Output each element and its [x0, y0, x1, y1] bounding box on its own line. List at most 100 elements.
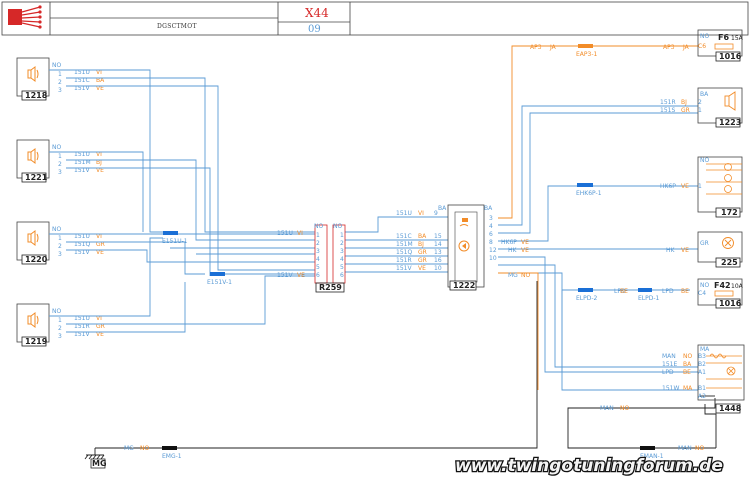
connector-elpd1: [638, 288, 652, 292]
wire-hk-225: HK: [666, 247, 676, 254]
radio-pin-p16: 16: [434, 257, 442, 264]
unit-1448-pin-b1: B1: [698, 385, 706, 392]
wire-color-ba: BA: [96, 77, 105, 84]
wire-color-no: NO: [52, 144, 61, 151]
component-1448: 1448: [697, 344, 745, 414]
wire-man-eman: MAN: [678, 445, 692, 452]
wire-w151v: 151V: [74, 85, 90, 92]
fuse-icon: [714, 43, 734, 50]
wire-color-mid-vi: VI: [418, 210, 424, 217]
r259-pin-right-p3: 3: [340, 248, 344, 255]
r259-pin-right-p1: 1: [340, 232, 344, 239]
unit-1448-pin-b3: B3: [698, 353, 706, 360]
component-1222-radio: 1222: [447, 204, 485, 291]
connector-e151v: [210, 272, 225, 276]
unit-1448-ma: MA: [700, 346, 710, 353]
wire-mid-w151u: 151U: [396, 210, 412, 217]
fuse-f6-pin-c6: C6: [698, 43, 706, 50]
page-code: X44: [305, 6, 329, 20]
label-fuse-f6: F6: [718, 33, 729, 42]
radio-pin-p10: 10: [434, 265, 442, 272]
fuse-f6-no: NO: [700, 33, 709, 40]
wire-color-mid-bj: BJ: [418, 241, 424, 248]
wire-151u-r259: 151U: [277, 230, 293, 237]
wire-mg-ground: MG: [124, 445, 134, 452]
wire-lpd-left: LPD: [614, 288, 626, 295]
page-number: 09: [308, 24, 321, 35]
watermark-text: www.twingotuningforum.de: [455, 456, 723, 476]
unit-1223-pin-1: 1: [698, 107, 702, 114]
r259-no-right: NO: [333, 223, 342, 230]
wire-color-no: NO: [140, 445, 149, 452]
radio-ba-left: BA: [438, 205, 447, 212]
wire-color-mid-gr: GR: [418, 257, 427, 264]
radio-right-pin-p10: 10: [489, 255, 497, 262]
ground-wiring: [95, 281, 717, 449]
connector-emg: [162, 446, 177, 450]
pin-p3: 3: [58, 169, 62, 176]
wire-color-no: NO: [695, 445, 704, 452]
wire-color-mid-ba: BA: [418, 233, 427, 240]
connector-label-e151u: E151U-1: [162, 238, 188, 245]
wire-color-vi: VI: [96, 315, 102, 322]
label-fuse-f6-rating: 15A: [731, 35, 744, 42]
pin-p1: 1: [58, 153, 62, 160]
wire-color-vi: VI: [96, 233, 102, 240]
wire-color-no: NO: [52, 62, 61, 69]
speaker-icon: [27, 148, 39, 164]
wire-color-ma: MA: [683, 385, 693, 392]
component-fuse-f6: F6 15A 1016: [697, 29, 744, 62]
wire-w151q: 151Q: [74, 241, 90, 248]
speaker-icon: [27, 312, 39, 328]
wire-hk-left: HK: [508, 247, 518, 254]
wire-mid-w151q: 151Q: [396, 249, 412, 256]
component-172: 172: [697, 156, 743, 218]
wire-ap3-right: AP3: [663, 44, 675, 51]
label-speaker_1218: 1218: [25, 91, 48, 100]
fuse-f42-no: NO: [700, 282, 709, 289]
connector-e151u: [163, 231, 178, 235]
connector-label-elpd2: ELPD-2: [576, 295, 598, 302]
component-1223: 1223: [697, 87, 743, 128]
label-speaker_1220: 1220: [25, 255, 48, 264]
left-wiring: [66, 69, 315, 333]
radio-pin-p15: 15: [434, 233, 442, 240]
wire-151r-1223: 151R: [660, 99, 676, 106]
pin-p1: 1: [58, 317, 62, 324]
component-r259: R259: [314, 224, 346, 293]
wire-w151e-1448: 151E: [662, 361, 677, 368]
label-225: 225: [721, 258, 738, 267]
wire-w151u: 151U: [74, 151, 90, 158]
wire-color-no: NO: [52, 308, 61, 315]
connector-ehk6p: [577, 183, 593, 187]
wire-color-ve: VE: [96, 167, 104, 174]
unit-1448-pin-a2: A2: [698, 393, 706, 400]
unit-1223-ba: BA: [700, 91, 709, 98]
wire-color-gr: GR: [96, 241, 105, 248]
radio-pin-p14: 14: [434, 241, 442, 248]
connector-bars: [162, 44, 655, 450]
label-1016-bottom: 1016: [719, 299, 742, 308]
label-speaker_1221: 1221: [25, 173, 48, 182]
label-fuse-f42: F42: [714, 281, 731, 290]
wire-color-mid-ve: VE: [418, 265, 426, 272]
pin-p3: 3: [58, 333, 62, 340]
label-172: 172: [721, 208, 738, 217]
wire-man-loop: MAN: [600, 405, 614, 412]
speaker-icon: [724, 91, 736, 111]
wire-color-be: BE: [620, 288, 628, 295]
wire-color-be: BE: [683, 369, 691, 376]
wire-mg: MG: [508, 272, 518, 279]
component-fuse-f42: F42 10A 1016: [697, 278, 744, 309]
label-fuse-f42-rating: 10A: [731, 283, 744, 290]
wire-w151m: 151M: [74, 159, 91, 166]
wire-hk6p-left: HK6P: [501, 239, 517, 246]
connector-label-e151v: E151V-1: [207, 279, 232, 286]
pin-p2: 2: [58, 161, 62, 168]
orange-wiring: [498, 45, 698, 390]
